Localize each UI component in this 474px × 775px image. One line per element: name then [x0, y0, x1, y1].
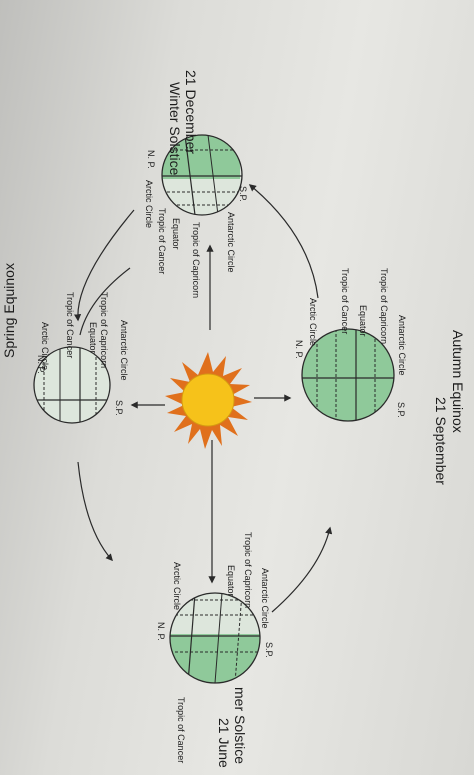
winter-sp: S.P. [238, 186, 248, 202]
winter-equator: Equator [171, 218, 181, 250]
autumn-capricorn: Tropic of Capricorn [379, 268, 389, 344]
summer-sp: S.P. [264, 642, 274, 658]
orbit-path [73, 184, 333, 613]
orbit-arc-spring-small [79, 267, 131, 336]
spring-np: N. P. [36, 355, 46, 374]
spring-capricorn: Tropic of Capricorn [99, 292, 109, 368]
summer-arctic: Arctic Circle [172, 562, 182, 610]
sun [165, 352, 252, 449]
summer-equator: Equator [226, 565, 236, 597]
autumn-cancer: Tropic of Cancer [340, 268, 350, 334]
autumn-arctic: Arctic Circle [308, 298, 318, 346]
summer-np: N. P. [156, 622, 166, 641]
spring-name: Spring Equinox [1, 263, 17, 358]
sun-disc [181, 373, 235, 427]
autumn-antarctic: Antarctic Circle [397, 315, 407, 376]
labels-spring: Spring Equinox N. P. S.P. Arctic Circle … [1, 263, 129, 416]
spring-arctic: Arctic Circle [40, 322, 50, 370]
orbit-arc-winter-to-spring [73, 209, 135, 322]
summer-cancer: Tropic of Cancer [176, 697, 186, 763]
winter-arctic: Arctic Circle [144, 180, 154, 228]
winter-date: 21 December [183, 70, 199, 154]
orbit-arc-spring-to-summer [77, 461, 113, 562]
labels-summer: 21 June mer Solstice N. P. S.P. Arctic C… [156, 532, 274, 768]
labels-winter: 21 December Winter Solstice N. P. S.P. A… [144, 70, 248, 298]
summer-name: mer Solstice [232, 687, 248, 764]
summer-capricorn: Tropic of Capricorn [243, 532, 253, 608]
orbit-arc-autumn-to-winter [248, 184, 319, 299]
autumn-equator: Equator [358, 305, 368, 337]
winter-np: N. P. [146, 150, 156, 169]
autumn-name: Autumn Equinox [450, 330, 466, 433]
spring-sp: S.P. [114, 400, 124, 416]
globe-spring [33, 346, 111, 424]
spring-cancer: Tropic of Cancer [65, 292, 75, 358]
winter-cancer: Tropic of Cancer [157, 208, 167, 274]
summer-date: 21 June [216, 718, 232, 768]
spring-equator: Equator [88, 322, 98, 354]
winter-capricorn: Tropic of Capricorn [191, 222, 201, 298]
sun-arrows [130, 244, 292, 584]
autumn-date: 21 September [433, 397, 449, 485]
orbit-arc-summer-to-autumn [271, 526, 333, 613]
winter-name: Winter Solstice [167, 82, 183, 176]
autumn-np: N. P. [294, 340, 304, 359]
winter-antarctic: Antarctic Circle [226, 212, 236, 273]
summer-antarctic: Antarctic Circle [260, 568, 270, 629]
spring-antarctic: Antarctic Circle [119, 320, 129, 381]
labels-autumn: 21 September Autumn Equinox N. P. S.P. A… [294, 268, 466, 485]
autumn-sp: S.P. [396, 402, 406, 418]
globe-autumn [301, 328, 395, 422]
